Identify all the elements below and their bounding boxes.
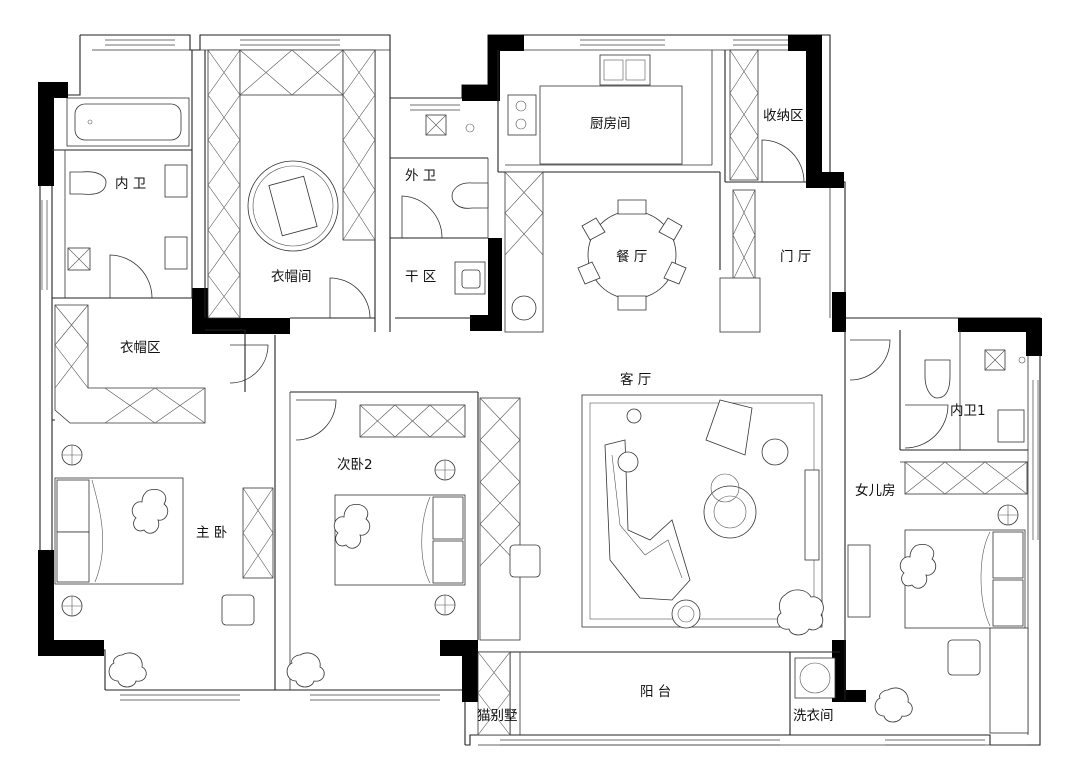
label-second-bedroom: 次卧2: [337, 457, 373, 473]
label-outer-bath: 外 卫: [405, 168, 436, 184]
inner-bath-fixtures: [66, 97, 190, 271]
outer-bath-fixtures: [425, 114, 489, 295]
doors: [109, 139, 949, 449]
laundry-fixtures: [477, 651, 836, 736]
label-storage: 收纳区: [763, 108, 804, 124]
label-living: 客 厅: [620, 371, 651, 388]
daughter-room-fixtures: [847, 461, 1029, 734]
label-balcony: 阳 台: [640, 684, 671, 700]
label-foyer: 门 厅: [780, 249, 811, 265]
label-inner-bath-1: 内卫1: [950, 403, 986, 419]
label-dry-area: 干 区: [405, 269, 436, 285]
label-kitchen: 厨房间: [590, 116, 631, 132]
label-wardrobe-area: 衣帽区: [120, 340, 161, 356]
kitchen-fixtures: [504, 54, 683, 333]
label-cat-villa: 猫别墅: [477, 708, 518, 724]
label-cloakroom: 衣帽间: [271, 269, 312, 285]
label-inner-bath: 内 卫: [115, 176, 146, 192]
label-dining: 餐 厅: [616, 249, 647, 265]
master-bed: [54, 444, 274, 688]
structural-columns: [38, 35, 1042, 702]
inner-bath-1-fixtures: [924, 349, 1026, 443]
room-labels: 内 卫 衣帽间 外 卫 干 区 厨房间 收纳区 餐 厅 门 厅 衣帽区 客 厅 …: [115, 108, 986, 724]
wardrobe-area-cabinets: [54, 304, 206, 424]
living-room-set: [581, 394, 824, 636]
label-master-bedroom: 主 卧: [196, 525, 227, 541]
dining-set: [577, 199, 687, 311]
label-daughter-room: 女儿房: [855, 482, 896, 499]
second-bedroom-bed: [286, 404, 466, 688]
corridor-cabinet: [479, 397, 541, 641]
windows: [41, 39, 1039, 746]
interior-walls: [52, 50, 1028, 735]
label-laundry: 洗衣间: [793, 708, 834, 724]
storage-cabinets: [719, 49, 761, 333]
cloakroom-cabinets: [207, 49, 376, 319]
